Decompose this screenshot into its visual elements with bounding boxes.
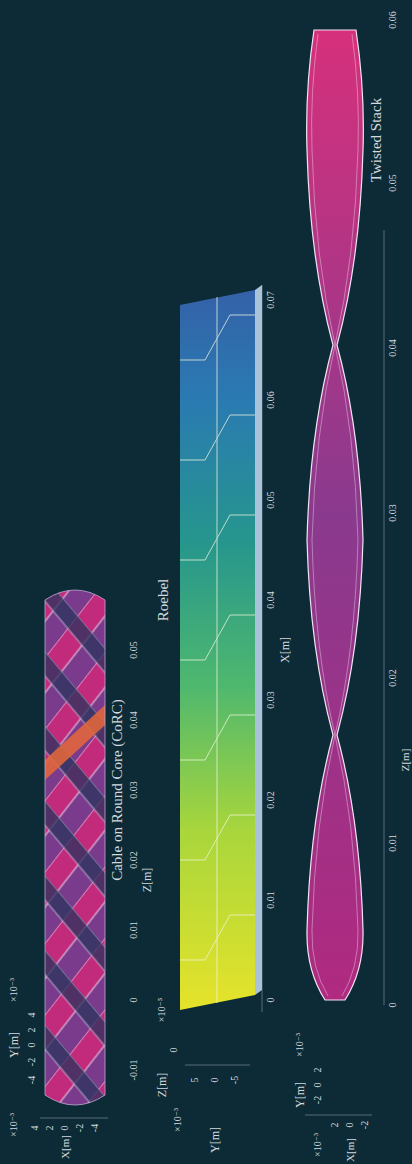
tick-label: 0 [313, 1083, 323, 1088]
tick-label: 0.05 [129, 641, 139, 659]
tick-label: 0 [345, 1123, 355, 1128]
tick-label: -2 [27, 1058, 37, 1066]
tick-label: 0 [210, 1078, 220, 1083]
tick-label: 0 [60, 1126, 70, 1131]
axis-exponent: ×10⁻³ [9, 1113, 19, 1137]
axis-label: X[m] [60, 1135, 71, 1159]
tick-label: -2 [360, 1121, 370, 1129]
plot-title: Roebel [156, 579, 171, 622]
tick-label: 0.03 [129, 781, 139, 799]
tick-label: 0 [129, 998, 139, 1003]
tick-label: 4 [27, 1013, 37, 1018]
axis-label: X[m] [345, 1138, 356, 1162]
tick-label: 0.05 [266, 491, 276, 509]
tick-label: 2 [330, 1123, 340, 1128]
axis-exponent: ×10⁻³ [295, 1033, 305, 1057]
tick-label: 0.04 [129, 711, 139, 729]
tick-label: 0.03 [266, 691, 276, 709]
axis-label: Z[m] [141, 868, 153, 893]
axis-label: X[m] [279, 637, 291, 663]
tick-label: 0 [27, 1043, 37, 1048]
axis-label: Y[m] [294, 1082, 306, 1108]
axis-label: Y[m] [209, 1127, 221, 1153]
tick-label: 0.04 [266, 591, 276, 609]
tick-label: 0.01 [388, 834, 398, 852]
tick-label: 5 [190, 1078, 200, 1083]
axis-exponent: ×10⁻³ [173, 1108, 183, 1132]
tick-label: 0.06 [388, 11, 398, 29]
tick-label: -2 [75, 1124, 85, 1132]
tick-label: 2 [27, 1028, 37, 1033]
tick-label: 0.02 [266, 791, 276, 809]
tick-label: 0 [266, 998, 276, 1003]
tick-label: 2 [313, 1068, 323, 1073]
tick-label: 0.02 [129, 851, 139, 869]
tick-label: -4 [90, 1124, 100, 1132]
axis-exponent: ×10⁻³ [9, 978, 19, 1002]
axis-label: Z[m] [156, 1073, 168, 1098]
tick-label: 0.01 [266, 891, 276, 909]
axis-exponent: ×10⁻³ [313, 1133, 323, 1157]
tick-label: -4 [27, 1076, 37, 1084]
tick-label: 0.01 [129, 921, 139, 939]
tick-label: 0 [169, 1048, 179, 1053]
tick-label: 0.04 [388, 339, 398, 357]
tick-label: 2 [45, 1126, 55, 1131]
plot-title: Cable on Round Core (CoRC) [110, 699, 125, 881]
tick-label: 0.06 [266, 391, 276, 409]
tick-label: 0.02 [388, 669, 398, 687]
tick-label: -0.01 [129, 1060, 139, 1081]
tick-label: -2 [313, 1096, 323, 1104]
tick-label: 4 [30, 1126, 40, 1131]
axis-label: Y[m] [8, 1032, 20, 1058]
tick-label: 0 [388, 1003, 398, 1008]
tick-label: 0.07 [266, 291, 276, 309]
tick-label: -5 [230, 1076, 240, 1084]
tick-label: 0.05 [388, 174, 398, 192]
plot-title: Twisted Stack [369, 98, 384, 182]
axis-label: Z[m] [399, 749, 410, 772]
axis-exponent: ×10⁻⁵ [157, 998, 167, 1022]
tick-label: 0.03 [388, 504, 398, 522]
